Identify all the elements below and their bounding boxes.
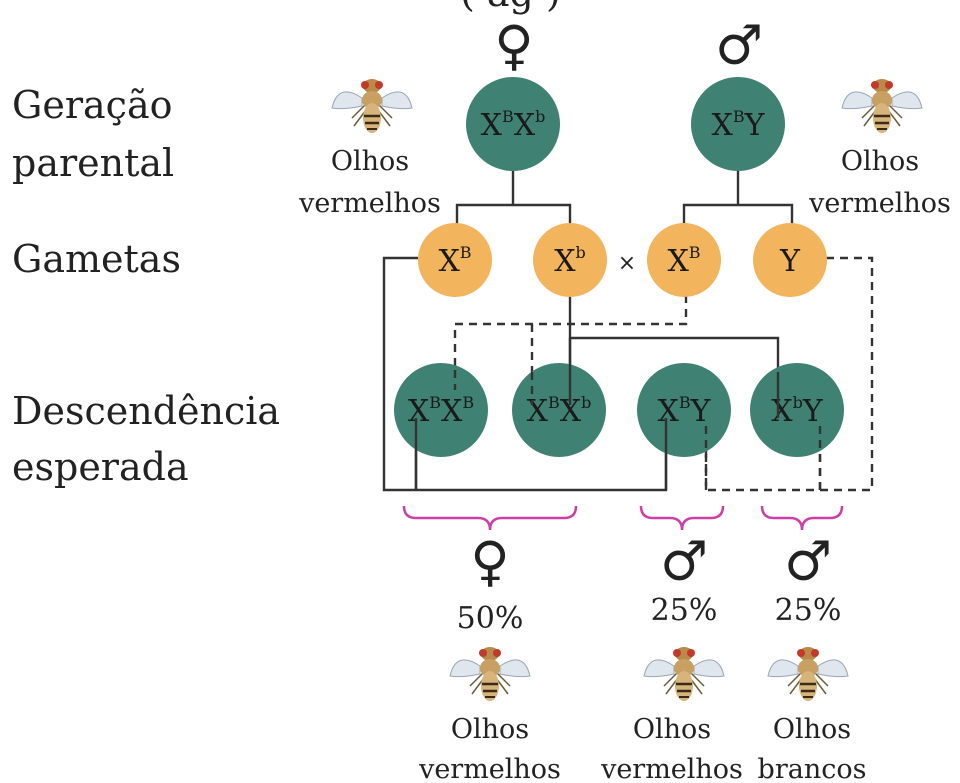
male-parent-phenotype-2: vermelhos: [808, 188, 951, 219]
label-gametes: Gametas: [12, 237, 181, 281]
offspring-genotype-3: XBY: [658, 393, 712, 429]
brace-males-red: [639, 505, 725, 531]
fruit-fly-icon: [840, 77, 924, 135]
male-parent-phenotype-1: Olhos: [841, 146, 919, 177]
label-offspring-2: esperada: [12, 445, 189, 489]
summary-male-white-percent: 25%: [775, 593, 842, 628]
fruit-fly-icon: [642, 645, 726, 703]
gamete-circle-female-xsmallb: [533, 223, 607, 297]
offspring-genotype-1: XBXB: [408, 393, 474, 429]
dash-overlay: [453, 370, 822, 490]
summary-male-white-phenotype-1: Olhos: [773, 714, 851, 745]
offspring-circle-3: [637, 363, 731, 457]
summary-female-phenotype-2: vermelhos: [418, 754, 561, 783]
cross-symbol: ×: [618, 251, 636, 276]
brace-males-white: [760, 505, 844, 531]
summary-male-red-phenotype-1: Olhos: [633, 714, 711, 745]
female-parent-phenotype-1: Olhos: [331, 146, 409, 177]
male-parent-genotype: XBY: [712, 107, 766, 143]
brace-females: [402, 505, 578, 531]
male-symbol: ♂: [715, 14, 763, 77]
fruit-fly-icon: [330, 77, 414, 135]
offspring-genotype-2: XBXb: [527, 393, 592, 429]
offspring-circle-1: [394, 363, 488, 457]
gamete-genotype-female-xb: XB: [438, 243, 471, 279]
female-parent-circle: [466, 77, 560, 171]
summary-female-symbol: ♀: [470, 530, 509, 593]
gamete-circle-male-y: [753, 223, 827, 297]
label-offspring-1: Descendência: [12, 389, 280, 433]
fruit-fly-icon: [448, 645, 532, 703]
female-symbol: ♀: [494, 14, 533, 77]
male-to-gametes-line: [682, 170, 794, 230]
male-parent-circle: [691, 77, 785, 171]
gamete-genotype-female-xsmallb: Xb: [554, 243, 586, 279]
paternal-xb-connector: [453, 295, 688, 372]
summary-female-percent: 50%: [457, 601, 524, 636]
summary-female-phenotype-1: Olhos: [451, 714, 529, 745]
header-partial-title: ( ag ): [460, 0, 561, 15]
summary-male-red-percent: 25%: [651, 593, 718, 628]
offspring-genotype-4: XbY: [771, 393, 824, 429]
female-parent-phenotype-2: vermelhos: [298, 188, 441, 219]
maternal-xsmallb-connector: [568, 296, 780, 372]
gamete-circle-female-xb: [418, 223, 492, 297]
summary-male-white-symbol: ♂: [784, 530, 832, 593]
female-to-gametes-line: [455, 170, 572, 230]
female-parent-genotype: XBXb: [481, 107, 546, 143]
summary-male-red-phenotype-2: vermelhos: [600, 754, 743, 783]
fruit-fly-icon: [766, 645, 850, 703]
line-overlay-3: [664, 372, 780, 490]
gamete-circle-male-xb: [647, 223, 721, 297]
gamete-genotype-male-y: Y: [779, 244, 801, 279]
gamete-genotype-male-xb: XB: [667, 243, 700, 279]
offspring-circle-2: [512, 363, 606, 457]
summary-male-red-symbol: ♂: [660, 530, 708, 593]
label-parental-1: Geração: [12, 83, 172, 127]
label-parental-2: parental: [12, 141, 174, 185]
summary-male-white-phenotype-2: brancos: [758, 754, 867, 783]
